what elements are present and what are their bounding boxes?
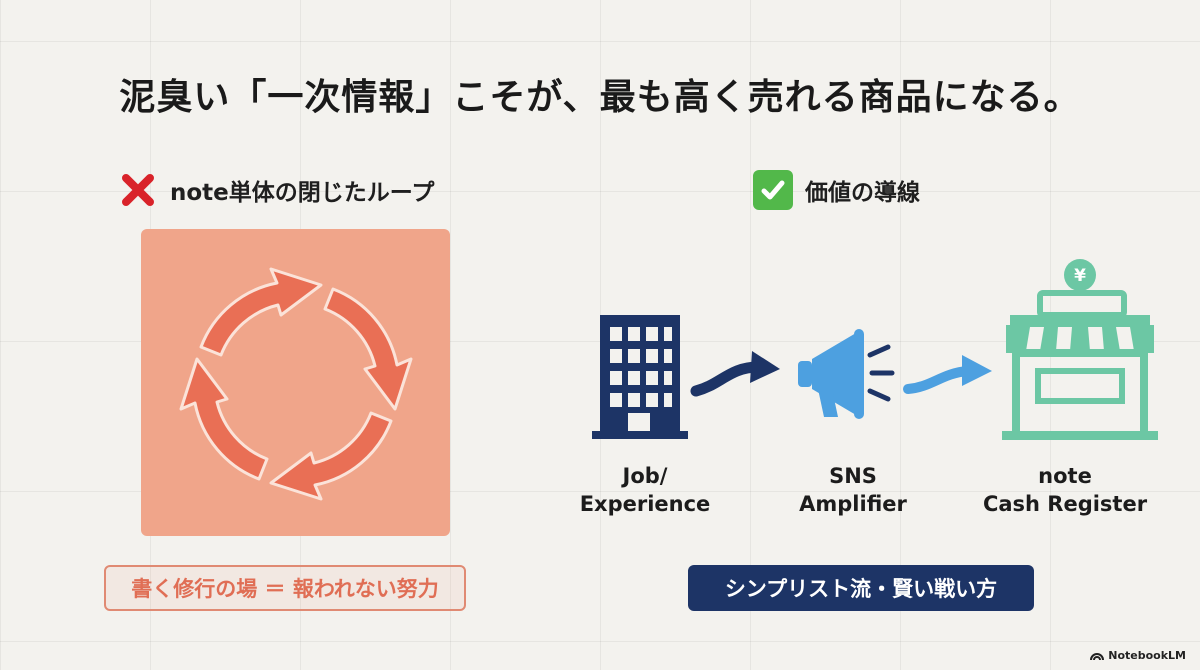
right-panel-heading-text: 価値の導線: [805, 180, 920, 206]
left-panel-heading: note単体の閉じたループ: [118, 170, 434, 210]
flow-arrow-1: [690, 351, 780, 397]
shop-register-icon: ¥: [1002, 259, 1158, 440]
flow-arrow-2: [903, 355, 992, 394]
yen-symbol: ¥: [1074, 266, 1086, 286]
node-label-sns: SNS Amplifier: [799, 464, 907, 516]
value-flow-caption: シンプリスト流・賢い戦い方: [688, 565, 1034, 611]
node-label-note: note Cash Register: [982, 464, 1148, 516]
closed-loop-caption: 書く修行の場 ＝ 報われない努力: [104, 565, 466, 611]
cycle-arrows-icon: [179, 267, 413, 501]
notebooklm-watermark: NotebookLM: [1090, 649, 1186, 662]
value-flow-diagram: ¥: [592, 259, 1158, 440]
left-panel-heading-text: note単体の閉じたループ: [170, 180, 435, 206]
check-mark-icon: [753, 170, 793, 210]
cross-mark-icon: [122, 174, 154, 206]
notebooklm-logo-icon: [1090, 652, 1105, 660]
office-building-icon: [592, 315, 688, 439]
page-title: 泥臭い「一次情報」こそが、最も高く売れる商品になる。: [119, 77, 1081, 118]
notebooklm-label: NotebookLM: [1108, 649, 1186, 662]
right-panel-heading: 価値の導線: [753, 170, 920, 210]
closed-loop-box: [141, 229, 450, 536]
megaphone-icon: [798, 329, 895, 419]
node-label-job: Job/ Experience: [579, 464, 711, 516]
